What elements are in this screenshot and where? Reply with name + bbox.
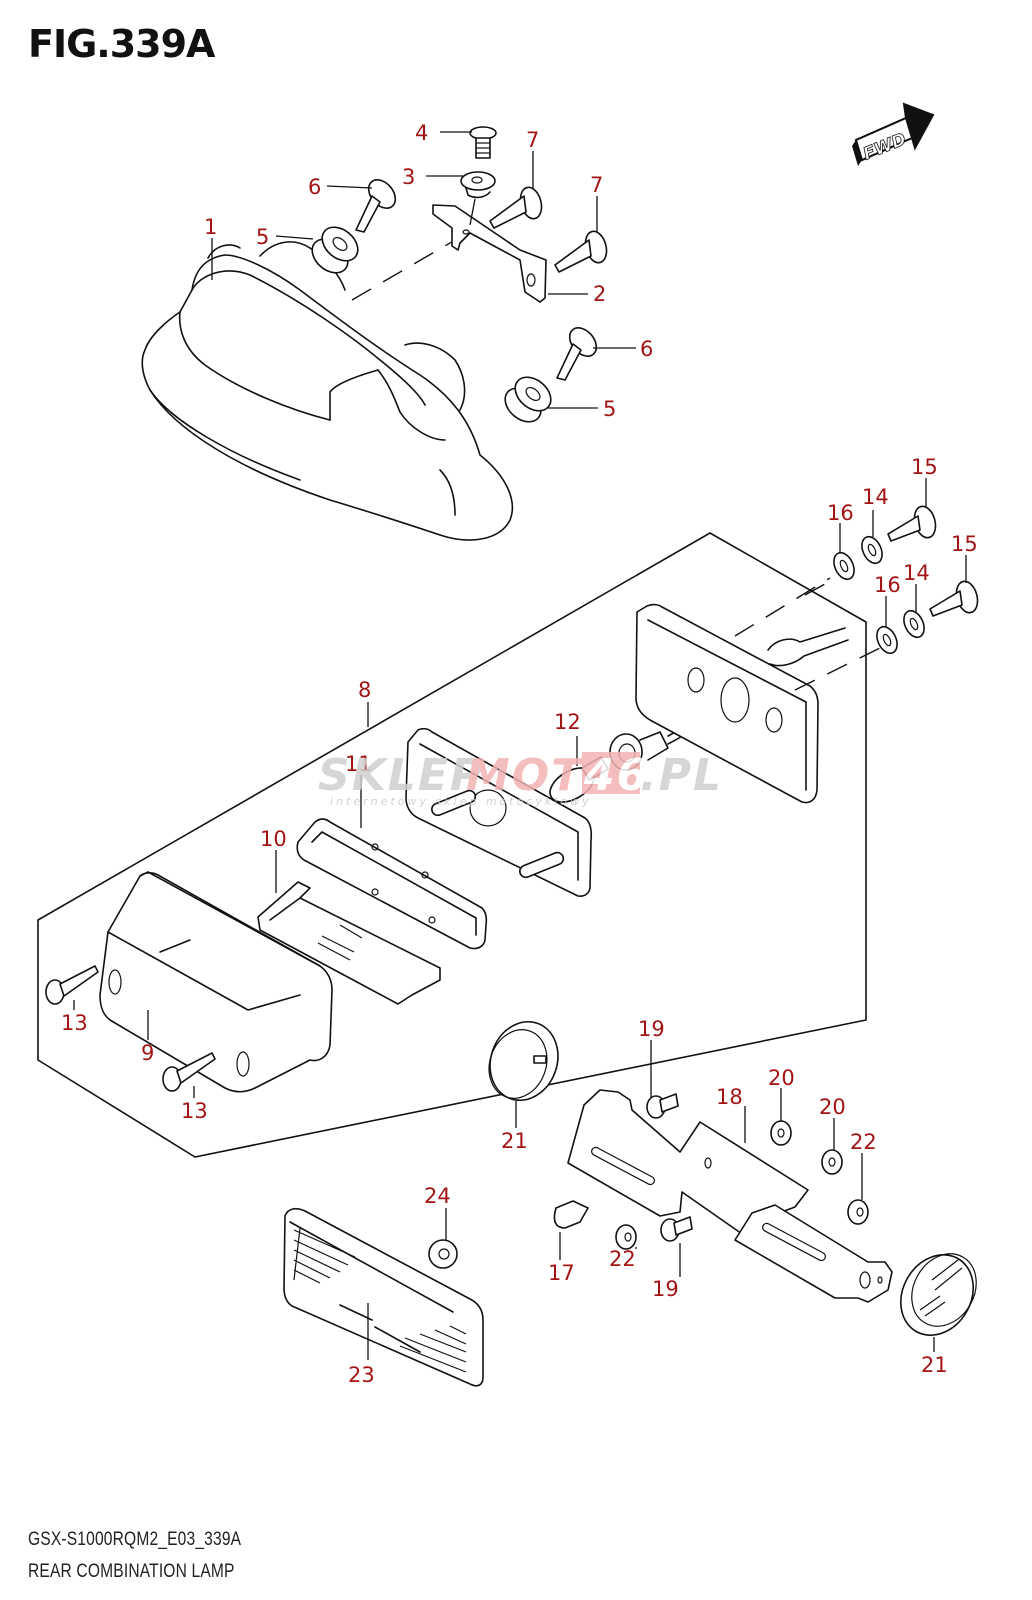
callout-7a[interactable]: 7 [526,128,539,152]
figure-title: FIG.339A [28,22,215,66]
callout-3[interactable]: 3 [402,165,415,189]
callout-17[interactable]: 17 [548,1261,575,1285]
part-9-lens [99,871,333,1093]
callout-14b[interactable]: 14 [903,561,930,585]
part-18-bracket [567,1089,809,1237]
part-6-screw-lower [556,327,598,381]
callout-22a[interactable]: 22 [609,1247,636,1271]
part-17-cap [553,1200,589,1229]
callout-6a[interactable]: 6 [308,175,321,199]
part-1-tail-lamp-housing [141,241,514,541]
part-5-grommet-lower [504,376,552,423]
callout-21a[interactable]: 21 [501,1129,528,1153]
callout-13a[interactable]: 13 [61,1011,88,1035]
callout-21b[interactable]: 21 [921,1353,948,1377]
back-plate [635,603,849,804]
callout-10[interactable]: 10 [260,827,287,851]
part-19-bolt-lower [660,1216,693,1242]
part-16-washer-lower [876,625,898,655]
leader-lines [73,131,967,1360]
part-21-round-reflector-left [488,1020,559,1102]
part-7-screw-lower [554,230,608,273]
part-18-bracket-right-arm [734,1204,893,1303]
callout-2[interactable]: 2 [593,282,606,306]
callout-23[interactable]: 23 [348,1363,375,1387]
part-20-nut-lower [821,1149,843,1175]
assembly-line [351,235,463,301]
callout-6b[interactable]: 6 [640,337,653,361]
callout-19b[interactable]: 19 [652,1277,679,1301]
part-4-screw [469,126,497,159]
callout-13b[interactable]: 13 [181,1099,208,1123]
part-2-bracket [432,204,547,303]
callout-20a[interactable]: 20 [768,1066,795,1090]
assembly-line [734,577,831,637]
part-8-lamp-assembly-outline [37,532,867,1158]
part-15-screw-lower [929,580,979,617]
callout-5a[interactable]: 5 [256,225,269,249]
part-10-gasket [257,881,441,1005]
part-15-screw-upper [887,505,937,542]
fwd-direction-arrow-icon: FWD [852,102,935,166]
part-23-rect-reflector [283,1207,484,1387]
callout-4[interactable]: 4 [415,121,428,145]
part-14-washer-lower [903,609,925,639]
part-22-nut-right [847,1199,869,1225]
callout-9[interactable]: 9 [141,1041,154,1065]
callout-8[interactable]: 8 [358,678,371,702]
callouts: 1 2 3 4 5 5 6 6 7 7 8 9 10 11 12 13 13 1… [61,121,978,1387]
callout-1[interactable]: 1 [204,215,217,239]
watermark: SKLEP MOTO 46 .PL internetowy sklep moto… [318,750,723,808]
callout-15a[interactable]: 15 [911,455,938,479]
assembly-line [794,647,881,691]
watermark-pl: .PL [640,750,723,801]
part-11-gasket-frame [296,818,488,950]
part-24-nut [428,1239,458,1269]
callout-18[interactable]: 18 [716,1085,743,1109]
part-5-grommet-upper [311,226,359,274]
part-14-washer-upper [861,535,883,565]
callout-5b[interactable]: 5 [603,397,616,421]
callout-16a[interactable]: 16 [827,501,854,525]
callout-16b[interactable]: 16 [874,573,901,597]
callout-11[interactable]: 11 [345,752,372,776]
watermark-subtitle: internetowy sklep motocyklowy [330,795,592,808]
callout-19a[interactable]: 19 [638,1017,665,1041]
callout-12[interactable]: 12 [554,710,581,734]
watermark-number: 46 [583,750,649,801]
diagram-title: REAR COMBINATION LAMP [28,1561,235,1582]
socket-housing [405,727,593,897]
part-6-screw-upper [355,179,397,233]
part-16-washer-upper [833,551,855,581]
part-3-washer [460,171,496,226]
watermark-number-box [582,752,640,794]
part-21-round-reflector-right [900,1253,977,1336]
assembly-line [804,577,837,596]
callout-14a[interactable]: 14 [862,485,889,509]
callout-20b[interactable]: 20 [819,1095,846,1119]
callout-22b[interactable]: 22 [850,1130,877,1154]
callout-24[interactable]: 24 [424,1184,451,1208]
part-7-screw-upper [489,186,543,229]
part-22-nut-left [615,1224,637,1250]
part-13-screw-lower [162,1052,216,1092]
watermark-sklep: SKLEP [318,750,484,801]
part-19-bolt-upper [646,1093,679,1119]
callout-15b[interactable]: 15 [951,532,978,556]
part-13-screw-upper [45,965,99,1005]
callout-7b[interactable]: 7 [590,173,603,197]
model-code: GSX-S1000RQM2_E03_339A [28,1529,242,1550]
part-20-nut-upper [770,1120,792,1146]
